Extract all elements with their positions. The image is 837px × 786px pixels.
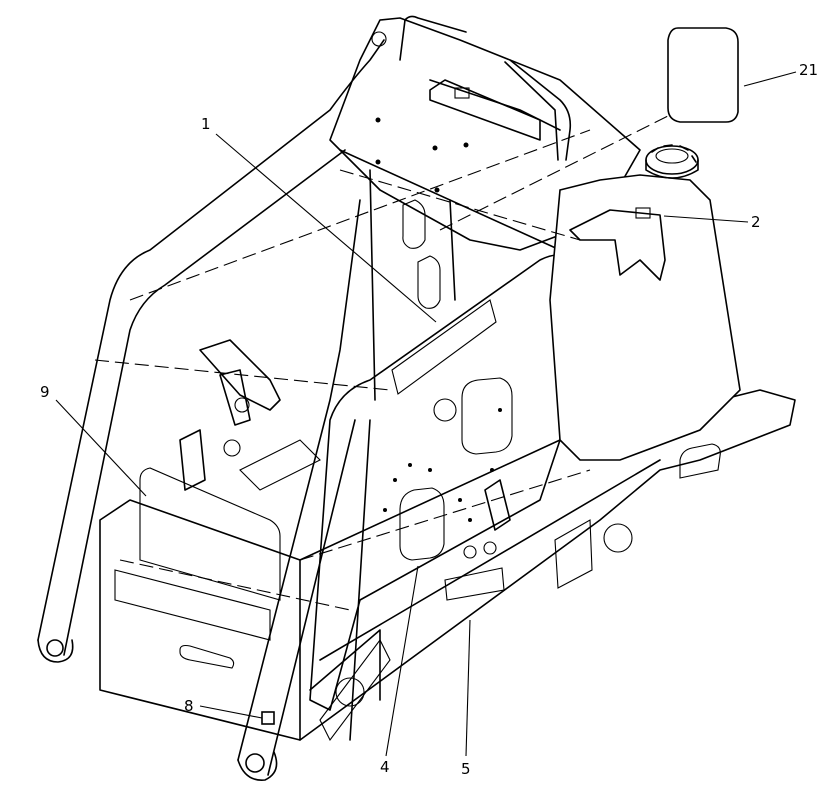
callout-5: 5 [461, 760, 471, 778]
callout-8: 8 [184, 697, 194, 715]
upper-tower [329, 15, 641, 401]
left-loader-arm [37, 39, 385, 663]
callout-21: 21 [799, 61, 819, 79]
callout-9: 9 [40, 383, 50, 401]
right-loader-arm [237, 199, 361, 781]
fuel-tank [549, 144, 741, 461]
cross-member [179, 339, 511, 531]
decal-8 [261, 711, 275, 725]
callout-1: 1 [201, 115, 211, 133]
leader-lines [55, 71, 797, 757]
callout-2: 2 [751, 213, 761, 231]
main-side-panel [309, 254, 581, 741]
lower-chassis [99, 389, 796, 742]
phantom-lines [94, 99, 701, 611]
decal-21 [667, 27, 739, 123]
callout-4: 4 [380, 758, 390, 776]
